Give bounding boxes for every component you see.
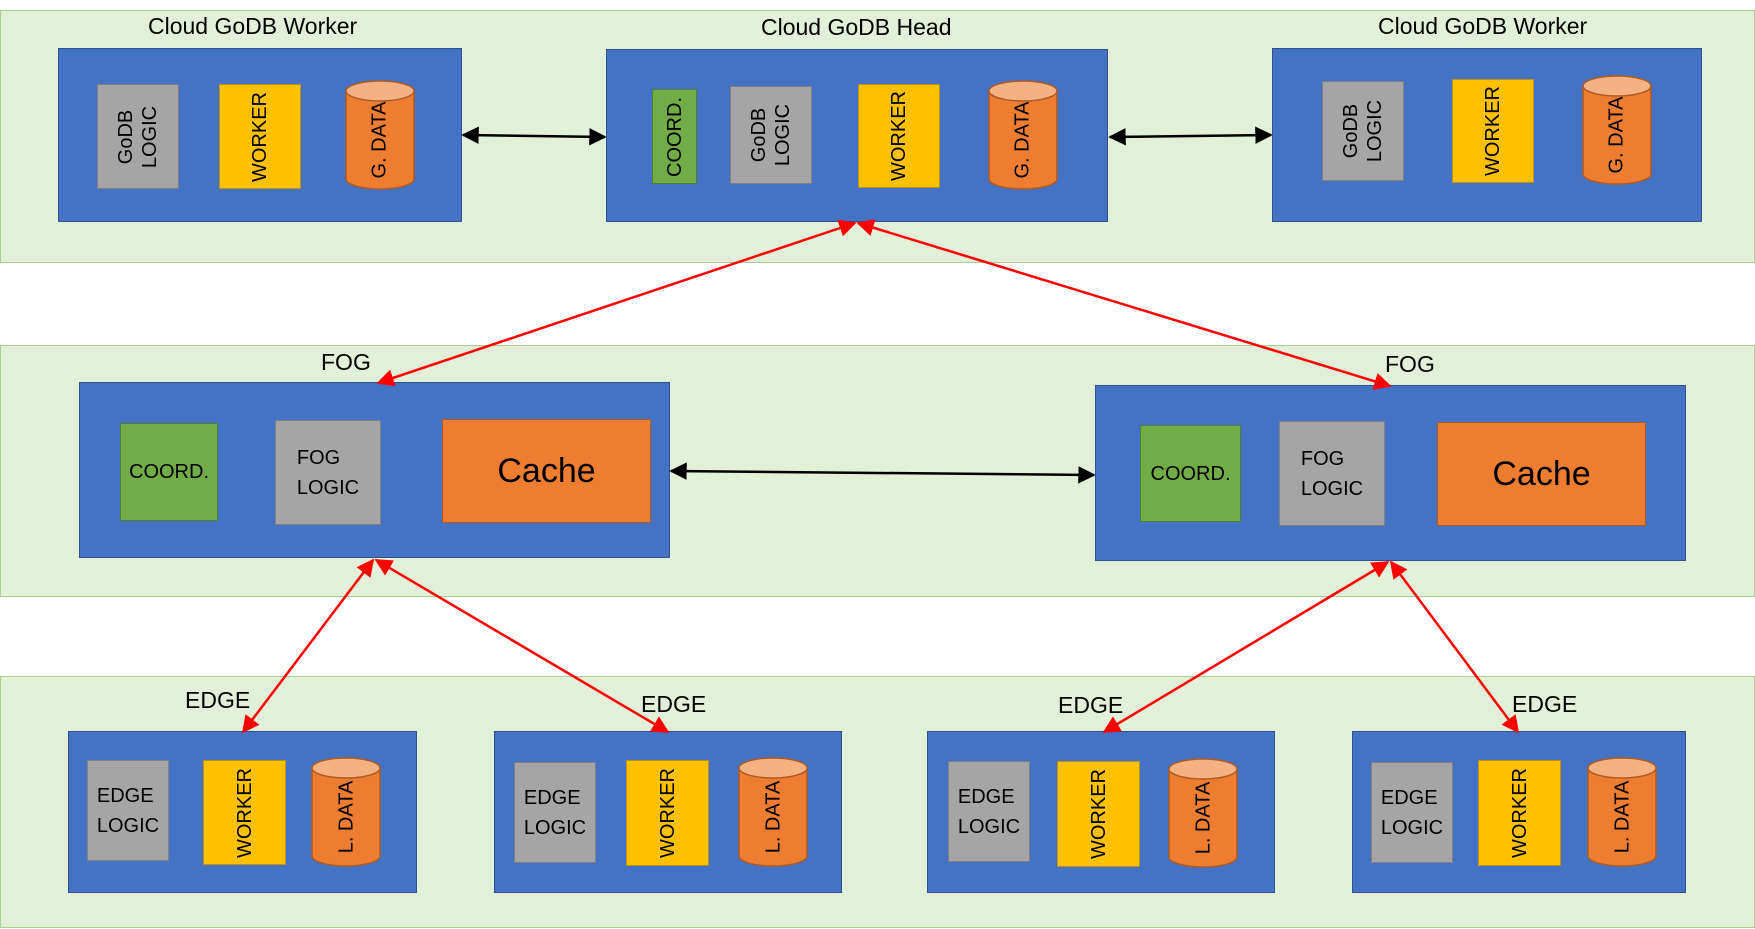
peer-link-cloud-worker-left-head [461, 126, 607, 146]
worker-box: WORKER [858, 84, 940, 188]
edge-1-title: EDGE [185, 687, 251, 713]
coord-label: COORD. [129, 461, 209, 483]
edge-logic-line1: EDGE [1380, 786, 1438, 809]
edge-logic-box: EDGE LOGIC [87, 760, 169, 861]
edge-logic-line1: EDGE [96, 784, 154, 807]
fog-logic-label: FOG LOGIC [1301, 444, 1363, 504]
g-data-cylinder: G. DATA [988, 79, 1058, 191]
edge-logic-label: EDGE LOGIC [97, 781, 159, 841]
worker-box: WORKER [1057, 761, 1140, 867]
fog-logic-line1: FOG [296, 446, 341, 469]
edge-logic-box: EDGE LOGIC [948, 761, 1030, 862]
cache-box: Cache [442, 419, 651, 523]
cloud-worker-left-node: GoDB LOGIC WORKER G. DATA [58, 48, 462, 222]
worker-box: WORKER [1478, 760, 1561, 866]
godb-logic-box: GoDB LOGIC [97, 84, 179, 189]
cache-label: Cache [1492, 454, 1591, 493]
fog-logic-line1: FOG [1300, 447, 1345, 470]
link-fog-left-edge-2 [374, 558, 670, 734]
fog-logic-box: FOG LOGIC [275, 420, 381, 525]
edge-logic-label: EDGE LOGIC [1381, 783, 1443, 843]
g-data-cylinder: G. DATA [1582, 74, 1652, 186]
fog-left-node: COORD. FOG LOGIC Cache [79, 382, 670, 558]
fog-right-title: FOG [1385, 351, 1435, 377]
cloud-worker-right-node: GoDB LOGIC WORKER G. DATA [1272, 48, 1702, 222]
worker-box: WORKER [203, 760, 286, 865]
fog-logic-line2: LOGIC [296, 476, 360, 499]
link-cloud-head-fog-left [376, 219, 857, 387]
link-cloud-head-fog-right [856, 219, 1392, 390]
l-data-cylinder: L. DATA [311, 756, 381, 868]
worker-box: WORKER [219, 84, 301, 189]
edge-logic-label: EDGE LOGIC [958, 782, 1020, 842]
link-fog-right-edge-3 [1102, 560, 1390, 734]
link-fog-right-edge-4 [1389, 560, 1520, 734]
godb-logic-box: GoDB LOGIC [1322, 81, 1404, 181]
edge-2-node: EDGE LOGIC WORKER L. DATA [494, 731, 842, 893]
cloud-head-node: COORD. GoDB LOGIC WORKER G. DATA [606, 49, 1108, 222]
worker-box: WORKER [1452, 79, 1534, 183]
worker-box: WORKER [626, 760, 709, 866]
cloud-head-title: Cloud GoDB Head [761, 14, 952, 40]
edge-4-node: EDGE LOGIC WORKER L. DATA [1352, 731, 1686, 893]
coord-box: COORD. [652, 89, 697, 184]
fog-right-node: COORD. FOG LOGIC Cache [1095, 385, 1686, 561]
fog-logic-label: FOG LOGIC [297, 443, 359, 503]
edge-1-node: EDGE LOGIC WORKER L. DATA [68, 731, 417, 893]
cloud-worker-left-title: Cloud GoDB Worker [148, 13, 358, 39]
link-fog-left-edge-1 [241, 558, 375, 734]
edge-logic-box: EDGE LOGIC [514, 762, 596, 863]
fog-logic-line2: LOGIC [1300, 477, 1364, 500]
edge-logic-box: EDGE LOGIC [1371, 762, 1453, 863]
fog-left-title: FOG [321, 349, 371, 375]
fog-logic-box: FOG LOGIC [1279, 421, 1385, 526]
cloud-worker-right-title: Cloud GoDB Worker [1378, 13, 1588, 39]
edge-logic-line1: EDGE [957, 785, 1015, 808]
coord-box: COORD. [1140, 425, 1241, 522]
edge-4-title: EDGE [1512, 691, 1578, 717]
l-data-cylinder: L. DATA [1587, 756, 1657, 868]
edge-logic-line1: EDGE [523, 786, 581, 809]
peer-link-cloud-head-worker-right [1108, 126, 1273, 146]
edge-logic-line2: LOGIC [96, 814, 160, 837]
edge-logic-line2: LOGIC [957, 815, 1021, 838]
edge-logic-label: EDGE LOGIC [524, 783, 586, 843]
g-data-cylinder: G. DATA [345, 79, 415, 191]
l-data-cylinder: L. DATA [738, 756, 808, 868]
godb-logic-box: GoDB LOGIC [730, 86, 812, 184]
coord-label: COORD. [1150, 462, 1231, 485]
peer-link-fog-left-right [669, 462, 1096, 484]
l-data-cylinder: L. DATA [1168, 757, 1238, 869]
cache-label: Cache [497, 451, 596, 490]
edge-logic-line2: LOGIC [1380, 816, 1444, 839]
cache-box: Cache [1437, 422, 1646, 526]
coord-box: COORD. [120, 423, 218, 521]
edge-logic-line2: LOGIC [523, 816, 587, 839]
edge-3-node: EDGE LOGIC WORKER L. DATA [927, 731, 1275, 893]
